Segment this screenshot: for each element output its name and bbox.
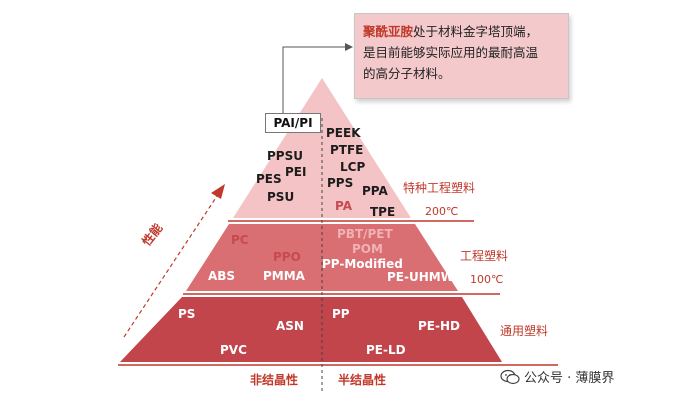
performance-axis xyxy=(123,192,220,338)
material-lcp: LCP xyxy=(340,160,366,174)
tier-general-shape xyxy=(120,297,502,362)
material-asn: ASN xyxy=(276,319,304,333)
watermark: 公众号 · 薄膜界 xyxy=(500,367,614,386)
material-pbt-pet: PBT/PET xyxy=(337,227,393,241)
callout-line1: 处于材料金字塔顶端， xyxy=(413,24,539,39)
label-amorphous: 非结晶性 xyxy=(250,373,299,387)
material-tpe: TPE xyxy=(370,205,396,219)
material-peek: PEEK xyxy=(326,126,361,140)
material-pp-modified: PP-Modified xyxy=(322,257,403,271)
material-ppo: PPO xyxy=(273,250,301,264)
tier-engineering-name: 工程塑料 xyxy=(460,249,509,263)
material-pps: PPS xyxy=(327,176,354,190)
material-pc: PC xyxy=(231,233,249,247)
wechat-icon xyxy=(500,369,520,384)
material-pa: PA xyxy=(335,199,352,213)
material-ptfe: PTFE xyxy=(330,143,364,157)
performance-arrowhead xyxy=(211,184,225,199)
tier-general-name: 通用塑料 xyxy=(500,324,549,338)
material-pe-hd: PE-HD xyxy=(418,319,460,333)
material-psu: PSU xyxy=(267,190,295,204)
material-pe-uhmw: PE-UHMW xyxy=(387,270,454,284)
callout-highlight: 聚酰亚胺 xyxy=(363,24,414,39)
material-ppa: PPA xyxy=(362,184,388,198)
tier-special-name: 特种工程塑料 xyxy=(403,181,476,195)
material-pp: PP xyxy=(332,307,350,321)
callout-arrowhead xyxy=(345,43,353,51)
material-abs: ABS xyxy=(208,269,236,283)
temperature-100: 100℃ xyxy=(470,273,504,286)
callout-box: 聚酰亚胺处于材料金字塔顶端， 是目前能够实际应用的最耐高温 的高分子材料。 xyxy=(354,13,569,99)
material-ppsu: PPSU xyxy=(267,149,303,163)
material-pvc: PVC xyxy=(220,343,247,357)
material-pes: PES xyxy=(256,172,282,186)
material-pe-ld: PE-LD xyxy=(366,343,406,357)
watermark-text: 公众号 · 薄膜界 xyxy=(524,371,615,386)
callout-connector xyxy=(282,46,347,113)
material-pom: POM xyxy=(352,242,383,256)
callout-line3: 的高分子材料。 xyxy=(363,66,451,81)
apex-box: PAI/PI xyxy=(265,113,321,133)
label-semicrystalline: 半结晶性 xyxy=(338,373,387,387)
material-pmma: PMMA xyxy=(263,269,305,283)
material-pei: PEI xyxy=(285,165,307,179)
temperature-200: 200℃ xyxy=(425,205,459,218)
callout-line2: 是目前能够实际应用的最耐高温 xyxy=(363,45,539,60)
material-ps: PS xyxy=(178,307,196,321)
